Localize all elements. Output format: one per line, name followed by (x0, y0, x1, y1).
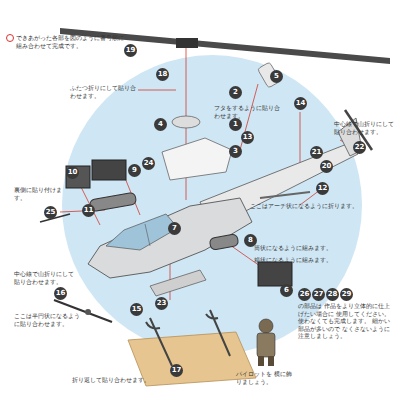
rotor-hub (176, 38, 198, 48)
callout-number: 28 (326, 288, 339, 301)
callout-number: 4 (154, 118, 167, 131)
callout-text: 11 (84, 206, 94, 214)
mark-icon (7, 35, 14, 42)
callout-text: 9 (132, 166, 137, 174)
callout-text: 19 (126, 46, 136, 54)
callout-number: 7 (168, 222, 181, 235)
exhaust-part (257, 62, 280, 88)
callout-text: 21 (312, 148, 322, 156)
leader-lines (60, 48, 355, 340)
callout-text: 14 (296, 99, 306, 107)
callout-number: 11 (82, 204, 95, 217)
callout-text: 23 (157, 299, 167, 307)
engine-cover (162, 138, 232, 180)
annotation-note: ふたつ折りにして貼り合わせます。 (70, 84, 138, 99)
annotation-note: の部品は 作品をより立体的に仕上げたい場合に 使用してください。 使わなくても完… (298, 302, 394, 340)
callout-number: 5 (270, 70, 283, 83)
callout-text: 7 (172, 224, 177, 232)
canopy (106, 214, 178, 250)
rocket-pod (92, 160, 126, 180)
callout-text: 12 (318, 184, 328, 192)
callout-number: 25 (44, 206, 57, 219)
callout-number: 29 (340, 288, 353, 301)
rocket-pod (66, 166, 90, 188)
callout-text: 29 (342, 290, 352, 298)
callout-text: 22 (355, 143, 365, 151)
callout-text: 1 (233, 120, 238, 128)
callout-number: 16 (54, 287, 67, 300)
missile-tube (89, 192, 136, 212)
callout-number: 13 (241, 131, 254, 144)
annotation-note: 裏側に貼り付けます。 (14, 186, 72, 201)
callout-number: 6 (280, 284, 293, 297)
callout-text: 5 (274, 72, 279, 80)
callout-number: 18 (156, 68, 169, 81)
callout-number: 26 (298, 288, 311, 301)
callout-text: 10 (68, 168, 78, 176)
callout-number: 14 (294, 97, 307, 110)
annotation-note: 中心線で山折りにして貼り合わせます。 (334, 120, 394, 135)
annotation-note: 中心線で山折りにして貼り合わせます。 (14, 270, 74, 285)
callout-text: 28 (328, 290, 338, 298)
callout-number: 23 (155, 297, 168, 310)
callout-number: 15 (130, 303, 143, 316)
annotation-note: ここはアーチ状になるように折ります。 (250, 202, 390, 210)
callout-number: 24 (142, 157, 155, 170)
annotation-note: フタをするように貼り合わせます。 (214, 104, 282, 119)
callout-number: 10 (66, 166, 79, 179)
callout-number: 19 (124, 44, 137, 57)
callout-number: 21 (310, 146, 323, 159)
callout-text: 18 (158, 70, 168, 78)
callout-text: 2 (233, 88, 238, 96)
callout-number: 20 (320, 160, 333, 173)
belly-part (150, 270, 206, 296)
annotation-note: 箱状になるように組みます。 (254, 256, 344, 264)
callout-text: 3 (233, 147, 238, 155)
annotation-note: 筒状になるように組みます。 (254, 244, 344, 252)
callout-text: 8 (248, 236, 253, 244)
callout-number: 12 (316, 182, 329, 195)
callout-text: 24 (144, 159, 154, 167)
rocket-pod (258, 262, 292, 286)
callout-number: 1 (229, 118, 242, 131)
annotation-note: ここは半円状になるように貼り合わせます。 (14, 312, 80, 327)
callout-text: 17 (172, 366, 182, 374)
callout-text: 26 (300, 290, 310, 298)
annotation-note: 折り返して貼り合わせます。 (72, 376, 162, 384)
missile-tube (209, 234, 239, 251)
annotation-note: パイロットを 横に飾りましょう。 (236, 370, 296, 385)
callout-number: 9 (128, 164, 141, 177)
callout-text: 20 (322, 162, 332, 170)
callout-text: 6 (284, 286, 289, 294)
callout-text: 27 (314, 290, 324, 298)
callout-number: 2 (229, 86, 242, 99)
callout-text: 16 (56, 289, 66, 297)
callout-text: 15 (132, 305, 142, 313)
callout-number: 27 (312, 288, 325, 301)
callout-text: 25 (46, 208, 56, 216)
main-rotor (60, 28, 390, 64)
callout-text: 13 (243, 133, 253, 141)
callout-text: 4 (158, 120, 163, 128)
landing-skid (146, 310, 230, 366)
callout-number: 22 (353, 141, 366, 154)
callout-number: 3 (229, 145, 242, 158)
annotation-note: できあがった各部を図のように番号順に組み合わせて完成です。 (16, 34, 128, 49)
callout-number: 17 (170, 364, 183, 377)
rotor-disc (172, 116, 200, 128)
pilot-figure (257, 319, 275, 366)
fuselage (88, 198, 252, 278)
stabilizer (260, 192, 310, 198)
